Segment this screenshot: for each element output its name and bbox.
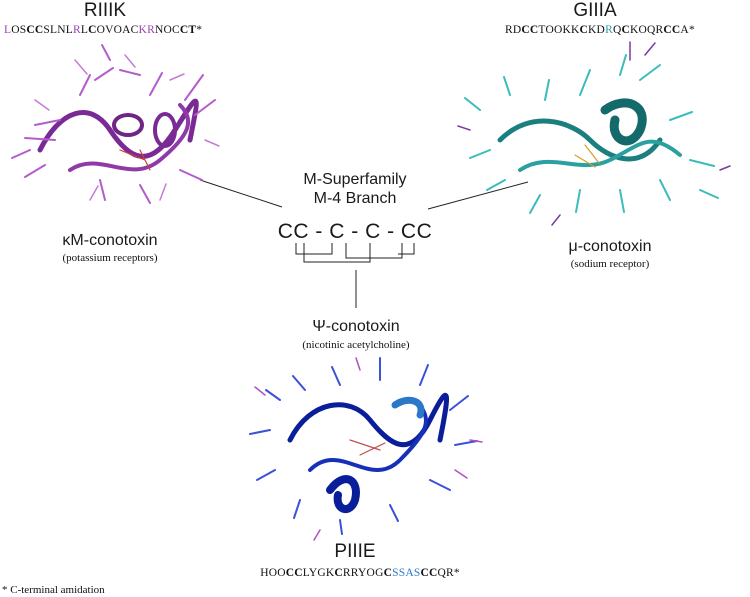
sequence-residue: O: [638, 24, 647, 36]
giiia-structure-image: [457, 41, 731, 226]
sequence-residue: C: [671, 24, 681, 36]
sequence-residue: T: [538, 24, 546, 36]
sequence-residue: R: [605, 24, 613, 36]
piiie-sequence: HOOCCLYGKCRRYOGCSSASCCQR*: [230, 567, 490, 579]
sequence-residue: C: [428, 567, 438, 579]
sequence-residue: K: [571, 24, 580, 36]
sequence-residue: *: [688, 24, 695, 36]
center-title-line2: M-4 Branch: [313, 190, 397, 207]
center-title-line1: M-Superfamily: [303, 171, 407, 188]
sequence-residue: C: [383, 567, 393, 579]
sequence-residue: N: [154, 24, 164, 36]
footnote: * C-terminal amidation: [2, 584, 105, 596]
sequence-residue: Q: [612, 24, 622, 36]
sequence-residue: K: [325, 567, 335, 579]
sequence-residue: C: [529, 24, 539, 36]
sequence-residue: C: [26, 24, 35, 36]
sequence-residue: L: [80, 24, 89, 36]
sequence-residue: K: [562, 24, 571, 36]
sequence-residue: C: [179, 24, 189, 36]
sequence-residue: C: [34, 24, 44, 36]
sequence-residue: O: [163, 24, 172, 36]
sequence-residue: K: [138, 24, 148, 36]
sequence-residue: T: [188, 24, 197, 36]
sequence-residue: *: [196, 24, 203, 36]
sequence-residue: C: [579, 24, 589, 36]
riiik-class-label: κM-conotoxin: [62, 232, 158, 249]
sequence-residue: Y: [358, 567, 367, 579]
sequence-residue: O: [277, 567, 286, 579]
giiia-class-label: μ-conotoxin: [568, 238, 652, 255]
sequence-residue: C: [621, 24, 630, 36]
sequence-residue: R: [350, 567, 359, 579]
sequence-residue: R: [445, 567, 454, 579]
sequence-residue: A: [680, 24, 689, 36]
sequence-residue: O: [11, 24, 20, 36]
riiik-sequence: LOSCCSLNLRLCOVOACKRNOCCT*: [4, 24, 202, 36]
sequence-residue: D: [596, 24, 606, 36]
sequence-residue: D: [512, 24, 522, 36]
sequence-residue: K: [588, 24, 597, 36]
sequence-residue: G: [317, 567, 326, 579]
connector-right: [427, 181, 529, 210]
sequence-residue: L: [4, 24, 12, 36]
sequence-residue: A: [405, 567, 414, 579]
sequence-residue: C: [285, 567, 295, 579]
sequence-residue: A: [122, 24, 131, 36]
riiik-structure-image: [11, 44, 220, 204]
riiik-name: RIIIK: [83, 0, 127, 21]
piiie-structure-image: [249, 357, 483, 541]
piiie-target: (nicotinic acetylcholine): [302, 339, 410, 351]
sequence-residue: R: [72, 24, 81, 36]
sequence-residue: R: [505, 24, 513, 36]
giiia-sequence: RDCCTOOKKCKDRQCKOQRCCA*: [505, 24, 695, 36]
sequence-residue: S: [398, 567, 406, 579]
giiia-name: GIIIA: [573, 0, 617, 21]
sequence-residue: O: [96, 24, 106, 36]
sequence-residue: *: [453, 567, 460, 579]
piiie-class-label: Ψ-conotoxin: [312, 318, 400, 335]
sequence-residue: G: [375, 567, 384, 579]
sequence-residue: Q: [647, 24, 656, 36]
disulfide-brackets: [295, 243, 415, 263]
sequence-residue: S: [43, 24, 50, 36]
sequence-residue: H: [260, 567, 269, 579]
sequence-residue: C: [663, 24, 672, 36]
connector-left: [199, 179, 283, 208]
sequence-residue: S: [413, 567, 421, 579]
sequence-residue: L: [65, 24, 73, 36]
sequence-residue: N: [57, 24, 66, 36]
sequence-residue: C: [130, 24, 139, 36]
sequence-residue: O: [268, 567, 278, 579]
sequence-residue: S: [392, 567, 399, 579]
riiik-target: (potassium receptors): [62, 252, 158, 264]
piiie-name: PIIIE: [334, 541, 376, 562]
sequence-residue: C: [521, 24, 530, 36]
sequence-residue: Q: [437, 567, 446, 579]
sequence-residue: R: [147, 24, 155, 36]
center-title: M-Superfamily M-4 Branch: [255, 170, 455, 208]
sequence-residue: O: [553, 24, 563, 36]
sequence-residue: O: [113, 24, 123, 36]
sequence-residue: C: [294, 567, 303, 579]
sequence-residue: V: [105, 24, 114, 36]
sequence-residue: L: [50, 24, 58, 36]
sequence-residue: C: [334, 567, 343, 579]
sequence-residue: Y: [308, 567, 318, 579]
sequence-residue: R: [342, 567, 351, 579]
sequence-residue: R: [655, 24, 664, 36]
cysteine-pattern: CC - C - C - CC: [277, 220, 433, 243]
giiia-target: (sodium receptor): [570, 258, 650, 270]
sequence-residue: O: [366, 567, 376, 579]
sequence-residue: C: [171, 24, 180, 36]
sequence-residue: K: [629, 24, 639, 36]
sequence-residue: S: [19, 24, 27, 36]
sequence-residue: L: [302, 567, 309, 579]
sequence-residue: C: [88, 24, 97, 36]
sequence-residue: C: [420, 567, 429, 579]
sequence-residue: O: [545, 24, 554, 36]
